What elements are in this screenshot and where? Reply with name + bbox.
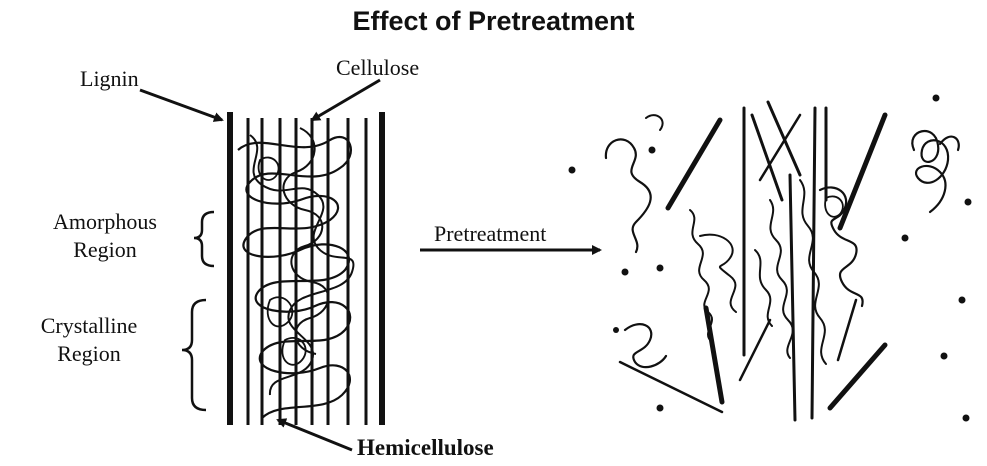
lignin-pointer-arrow: [140, 90, 222, 120]
cellulose-pointer-arrow: [312, 80, 380, 120]
crystalline-brace: [182, 300, 206, 410]
amorphous-brace: [194, 212, 214, 266]
pretreated-fibers: [606, 102, 959, 420]
released-particles: [569, 95, 972, 422]
lignocellulose-bundle: [230, 112, 382, 425]
hemicellulose-pointer-arrow: [278, 420, 352, 450]
